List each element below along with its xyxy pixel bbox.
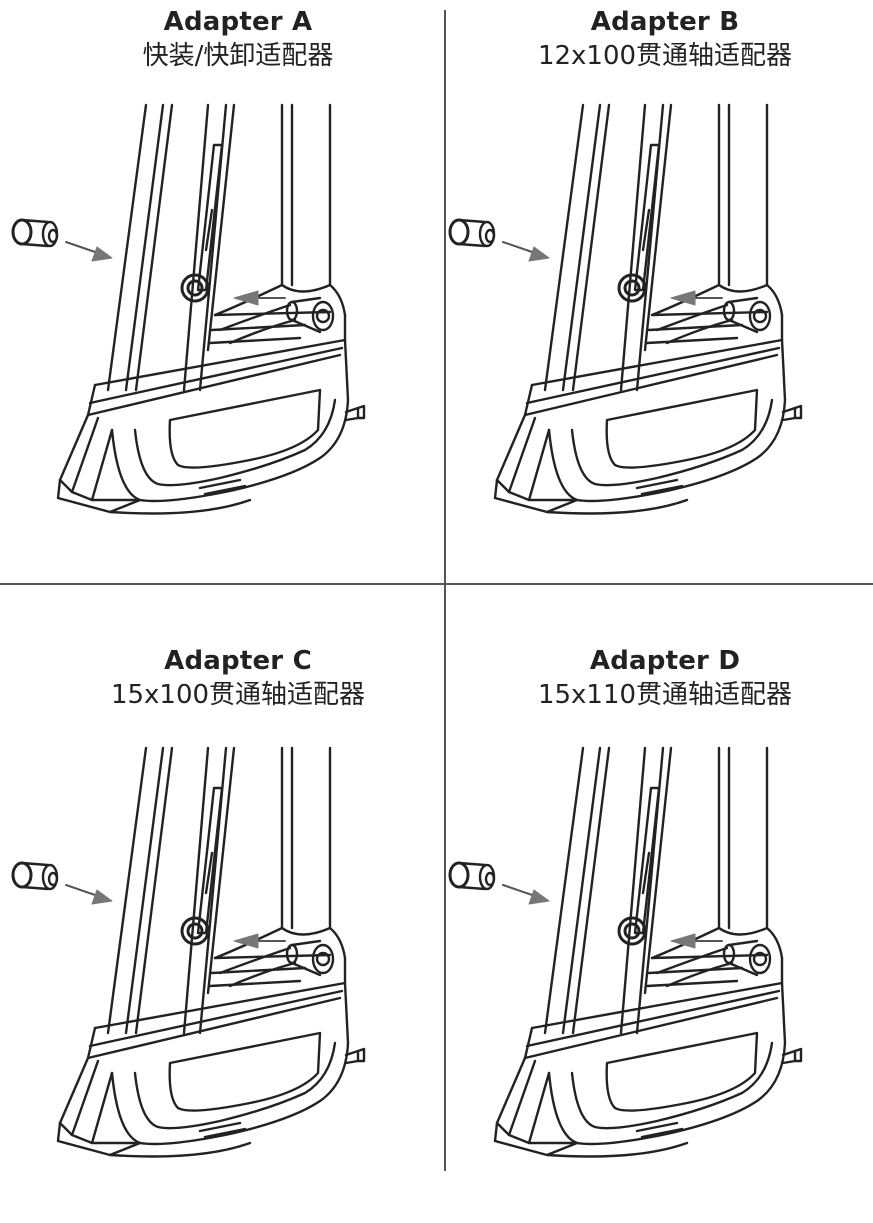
panel-adapter-d: Adapter D 15x110贯通轴适配器 xyxy=(437,585,873,1168)
panel-title: Adapter B xyxy=(590,7,740,37)
panel-adapter-c: Adapter C 15x100贯通轴适配器 xyxy=(0,585,436,1168)
panel-title: Adapter D xyxy=(589,646,741,676)
panel-title: Adapter C xyxy=(164,646,312,676)
fork-adapter-drawing xyxy=(448,746,803,1158)
panel-subtitle: 15x110贯通轴适配器 xyxy=(537,680,793,710)
panel-subtitle: 15x100贯通轴适配器 xyxy=(110,680,366,710)
panel-adapter-b: Adapter B 12x100贯通轴适配器 xyxy=(437,0,873,583)
fork-adapter-drawing xyxy=(11,103,366,515)
vertical-divider xyxy=(444,10,446,1171)
fork-adapter-drawing xyxy=(11,746,366,1158)
panel-title: Adapter A xyxy=(163,7,313,37)
panel-subtitle: 12x100贯通轴适配器 xyxy=(537,41,793,71)
panel-adapter-a: Adapter A 快装/快卸适配器 xyxy=(0,0,436,583)
horizontal-divider xyxy=(0,583,873,585)
fork-adapter-drawing xyxy=(448,103,803,515)
panel-subtitle: 快装/快卸适配器 xyxy=(142,41,334,71)
